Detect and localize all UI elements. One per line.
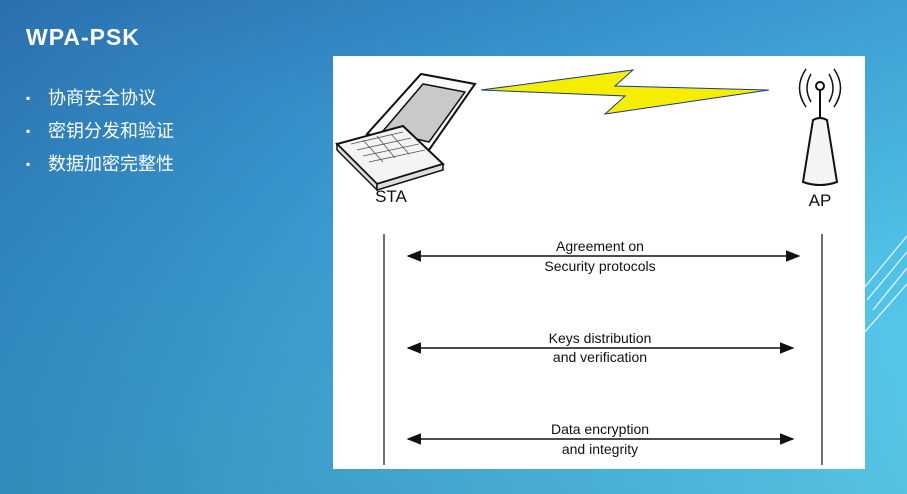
message-1-line1: Agreement on xyxy=(556,238,644,254)
decorative-lines xyxy=(858,235,907,335)
bullet-item: ▪ 数据加密完整性 xyxy=(26,148,174,181)
handshake-diagram: STA AP Agreement on Security protocols K… xyxy=(335,68,842,465)
slide-title: WPA-PSK xyxy=(26,24,140,50)
antenna-icon xyxy=(798,68,842,186)
bullet-dot-icon: ▪ xyxy=(26,124,31,138)
message-3-line2: and integrity xyxy=(562,441,638,457)
message-2-line2: and verification xyxy=(553,349,647,365)
bullet-list: ▪ 协商安全协议 ▪ 密钥分发和验证 ▪ 数据加密完整性 xyxy=(26,82,174,181)
lightning-icon xyxy=(480,69,770,115)
bullet-dot-icon: ▪ xyxy=(26,157,31,171)
sta-label: STA xyxy=(375,187,407,206)
bullet-text: 密钥分发和验证 xyxy=(48,121,174,141)
bullet-item: ▪ 协商安全协议 xyxy=(26,82,174,115)
bullet-item: ▪ 密钥分发和验证 xyxy=(26,115,174,148)
diagram-panel: STA AP Agreement on Security protocols K… xyxy=(333,56,865,469)
bullet-text: 协商安全协议 xyxy=(48,88,156,108)
message-1-line2: Security protocols xyxy=(544,258,655,274)
message-3-line1: Data encryption xyxy=(551,421,649,437)
ap-label: AP xyxy=(809,191,832,210)
laptop-icon xyxy=(335,72,477,192)
message-2-line1: Keys distribution xyxy=(549,330,652,346)
bullet-text: 数据加密完整性 xyxy=(48,154,174,174)
bullet-dot-icon: ▪ xyxy=(26,91,31,105)
